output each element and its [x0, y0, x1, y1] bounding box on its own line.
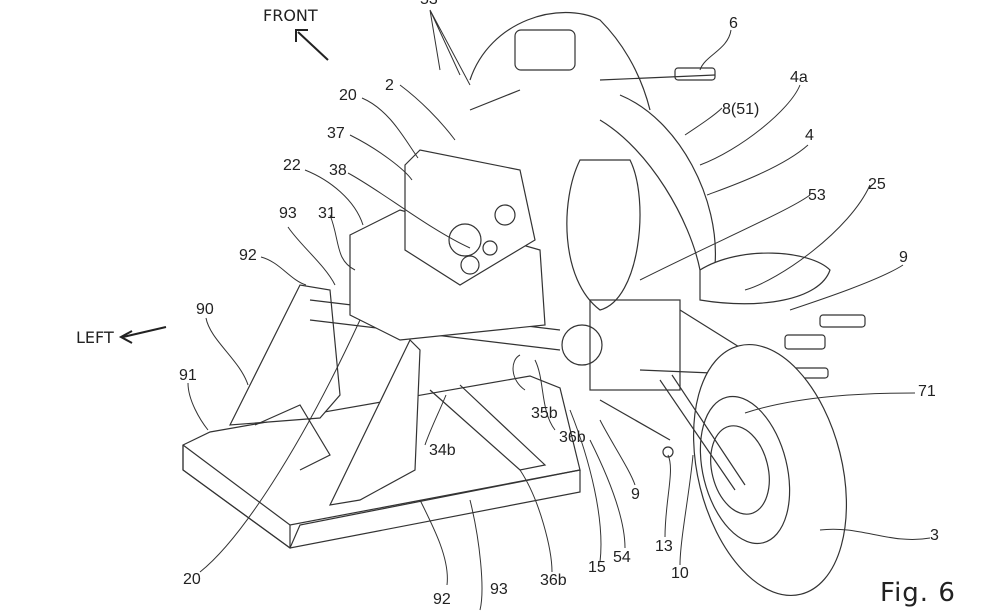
- label-54: 54: [613, 549, 631, 566]
- label-92-left: 92: [239, 247, 257, 264]
- label-4: 4: [805, 127, 814, 144]
- label-8-51: 8(51): [722, 101, 760, 118]
- label-15: 15: [588, 559, 606, 576]
- label-20-top: 20: [339, 87, 357, 104]
- label-93-left: 93: [279, 205, 297, 222]
- box-assembly: [349, 149, 546, 341]
- label-36b-upper: 36b: [559, 429, 586, 446]
- label-3: 3: [930, 527, 939, 544]
- label-53-top: 53: [420, 0, 438, 8]
- label-9-lower: 9: [631, 486, 640, 503]
- front-fairing: [469, 12, 717, 311]
- label-34b: 34b: [429, 442, 456, 459]
- rear-wheel: [659, 343, 848, 597]
- label-35b: 35b: [531, 405, 558, 422]
- label-91: 91: [179, 367, 197, 384]
- label-38: 38: [329, 162, 347, 179]
- label-71: 71: [918, 383, 936, 400]
- figure-caption: Fig. 6: [880, 578, 956, 608]
- label-37: 37: [327, 125, 345, 142]
- label-4a: 4a: [790, 69, 808, 86]
- label-22: 22: [283, 157, 301, 174]
- label-93-bottom: 93: [490, 581, 508, 598]
- left-direction-label: LEFT: [76, 328, 114, 347]
- label-13: 13: [655, 538, 673, 555]
- label-20-bottom: 20: [183, 571, 201, 588]
- label-9-right: 9: [899, 249, 908, 266]
- label-31: 31: [318, 205, 336, 222]
- label-53-right: 53: [808, 187, 826, 204]
- label-2: 2: [385, 77, 394, 94]
- label-6: 6: [729, 15, 738, 32]
- label-36b-lower: 36b: [540, 572, 567, 589]
- front-direction-label: FRONT: [263, 6, 318, 25]
- front-direction-arrow: [295, 29, 329, 61]
- label-90: 90: [196, 301, 214, 318]
- leader-lines: [187, 9, 931, 611]
- label-25: 25: [868, 176, 886, 193]
- label-10: 10: [671, 565, 689, 582]
- label-92-bottom: 92: [433, 591, 451, 608]
- left-direction-arrow: [118, 326, 167, 344]
